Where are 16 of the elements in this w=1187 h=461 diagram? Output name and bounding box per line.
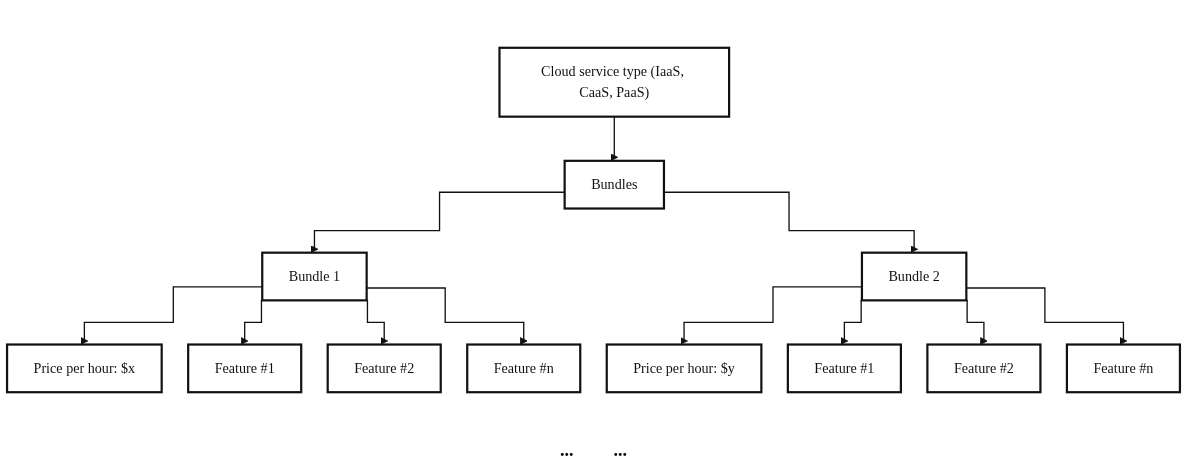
node-box: Bundles [563,159,666,210]
arrow [366,287,528,345]
ellipsis-label: ... [560,440,574,461]
node-box: Cloud service type (IaaS, CaaS, PaaS) [498,46,731,118]
node-box: Price per hour: $y [605,343,763,394]
node-box: Price per hour: $x [5,343,163,394]
ellipsis-label: ... [613,440,627,461]
node-box: Feature #1 [187,343,303,394]
node-box: Bundle 2 [860,251,968,302]
node-box: Feature #2 [926,343,1042,394]
node-box: Bundle 1 [261,251,368,302]
node-box: Feature #n [466,343,582,394]
node-box: Feature #n [1065,343,1182,394]
node-box: Feature #2 [326,343,442,394]
node-box: Feature #1 [786,343,902,394]
arrow [80,286,263,345]
